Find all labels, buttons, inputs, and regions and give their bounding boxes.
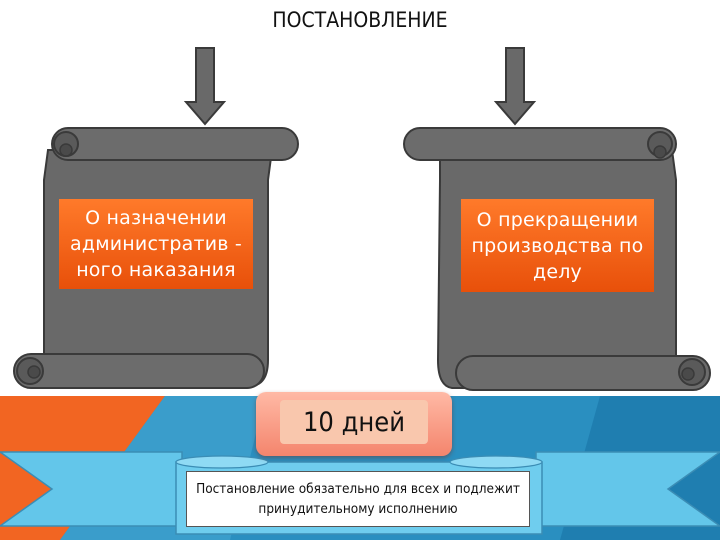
diagram-title: ПОСТАНОВЛЕНИЕ (272, 8, 448, 32)
right-scroll-label: О прекращении производства по делу (461, 199, 654, 292)
banner-text: Постановление обязательно для всех и под… (186, 471, 530, 527)
deadline-label: 10 дней (280, 400, 428, 444)
arrow-right (493, 47, 537, 126)
arrow-left (183, 47, 227, 126)
deadline-badge: 10 дней (256, 392, 452, 456)
left-scroll-label: О назначении административ - ного наказа… (59, 199, 253, 289)
